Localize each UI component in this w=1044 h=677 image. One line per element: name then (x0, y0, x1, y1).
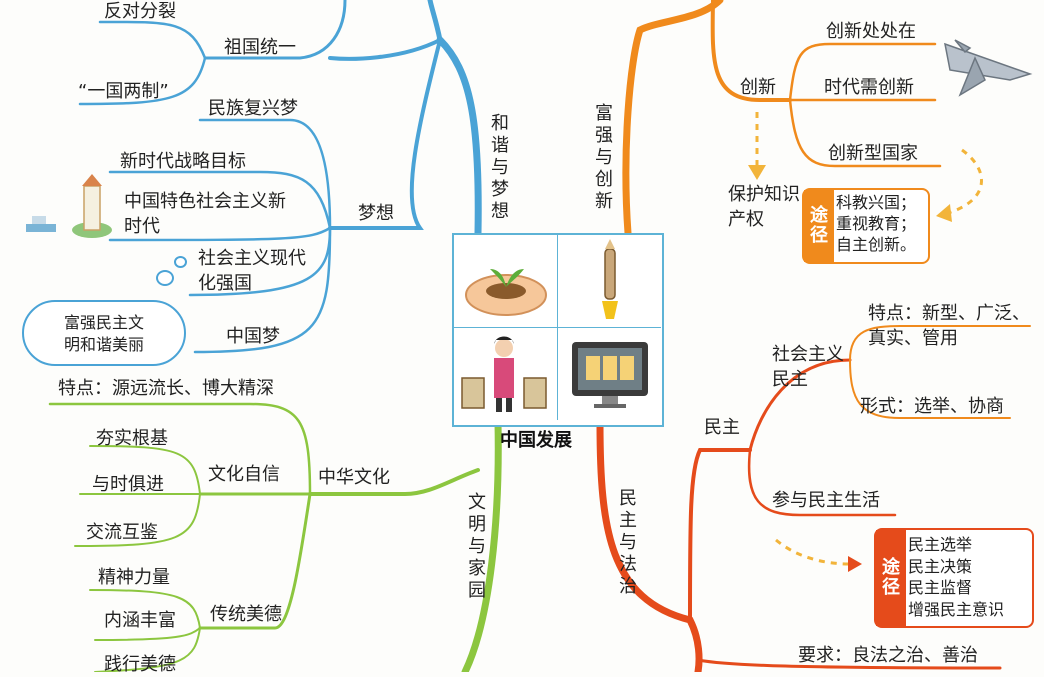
dream-cloud: 富强民主文 明和谐美丽 (22, 300, 186, 366)
democracy-label: 民主 (704, 417, 740, 438)
law-requirement: 要求：良法之治、善治 (798, 645, 978, 666)
center-title: 中国发展 (500, 430, 572, 451)
arrow-head (936, 204, 952, 222)
harmony-branch-title: 和谐与梦想 (491, 113, 509, 222)
jet-icon (944, 39, 1033, 97)
prosperity-trunk (622, 0, 724, 237)
unity-link (328, 38, 442, 61)
thought-bubble-tiny (174, 256, 187, 268)
unity-label: 祖国统一 (224, 37, 296, 58)
monitor-cards-icon (558, 328, 661, 420)
virtue-label: 传统美德 (210, 604, 282, 625)
dream-label: 梦想 (358, 203, 394, 224)
cloud-line-2: 明和谐美丽 (63, 335, 144, 354)
confidence-label: 文化自信 (208, 464, 280, 485)
culture-branch (48, 402, 502, 672)
democracy-feature-line-2: 真实、管用 (868, 328, 958, 349)
way-line-2: 重视教育； (836, 214, 917, 233)
ip-protection-label: 保护知识产权 (728, 184, 800, 230)
prosperity-branch-title: 富强与创新 (595, 103, 613, 212)
thought-bubble-small (156, 270, 174, 286)
socialist-democracy-label: 社会主义民主 (772, 344, 844, 390)
innovation-item-era-needs: 时代需创新 (824, 77, 914, 98)
democracy-form: 形式：选举、协商 (860, 396, 1004, 417)
culture-feature: 特点：源远流长、博大精深 (58, 378, 274, 399)
virtue-item-rich: 内涵丰富 (104, 610, 176, 631)
way-line-1: 民主选举 (908, 535, 973, 554)
dream-item-strategic-goal: 新时代战略目标 (120, 151, 246, 172)
way-line-3: 自主创新。 (836, 235, 917, 254)
democracy-feature-line-1: 特点：新型、广泛、 (868, 303, 1030, 324)
confidence-item-exchange: 交流互鉴 (86, 522, 158, 543)
unity-item-anti-split: 反对分裂 (104, 1, 176, 22)
culture-trunk (461, 419, 502, 672)
innovation-item-everywhere: 创新处处在 (826, 21, 916, 42)
democracy-branch-title: 民主与法治 (619, 488, 637, 597)
dashed-arrows (755, 112, 984, 215)
way-line-4: 增强民主意识 (908, 599, 1005, 619)
prosperity-branch (622, 0, 942, 237)
way-line-1: 科教兴国； (836, 193, 917, 212)
virtue-item-spirit: 精神力量 (98, 567, 170, 588)
way-tag: 途径 (876, 530, 906, 626)
student-voting-icon (454, 328, 558, 420)
harmony-trunk (436, 36, 482, 237)
participate-label: 参与民主生活 (772, 490, 880, 511)
chinese-culture-link (308, 468, 480, 496)
center-image-grid (452, 233, 664, 427)
arrow-head (848, 556, 862, 572)
confidence-item-advance: 与时俱进 (92, 474, 164, 495)
democracy-trunk (596, 419, 703, 672)
democracy-feature: 特点：新型、广泛、 真实、管用 (868, 301, 1030, 351)
lighthouse-icon (72, 174, 112, 238)
dream-item-modern-power: 社会主义现代化强国 (198, 248, 306, 294)
way-line-3: 民主监督 (908, 578, 973, 597)
way-tag: 途径 (804, 190, 834, 262)
dream-item-new-era: 中国特色社会主义新时代 (124, 191, 286, 237)
hands-seedling-icon (454, 235, 558, 328)
innovation-label: 创新 (740, 77, 776, 98)
innovation-item-innovative-nation: 创新型国家 (828, 143, 918, 164)
unity-item-one-country: “一国两制” (78, 81, 169, 102)
cloud-line-1: 富强民主文 (63, 313, 144, 332)
virtue-item-practice: 践行美德 (104, 654, 176, 675)
dream-item-rejuvenation: 民族复兴梦 (208, 98, 298, 119)
innovation-way-box: 途径 科教兴国； 重视教育； 自主创新。 (802, 188, 930, 264)
innovation-link (710, 0, 792, 102)
confidence-item-foundation: 夯实根基 (96, 428, 168, 449)
democracy-way-box: 途径 民主选举 民主决策 民主监督 增强民主意识 (874, 528, 1034, 628)
rocket-icon (558, 235, 661, 328)
culture-branch-title: 文明与家园 (468, 492, 486, 601)
chinese-culture-label: 中华文化 (318, 467, 390, 488)
dream-item-china-dream: 中国梦 (226, 326, 280, 347)
democracy-branch (596, 325, 1031, 672)
harmony-branch (78, 0, 482, 354)
way-line-2: 民主决策 (908, 556, 973, 576)
arrow-head (748, 165, 766, 180)
democracy-link (688, 448, 752, 622)
dream-link (328, 38, 442, 230)
ship-icon (26, 216, 56, 232)
